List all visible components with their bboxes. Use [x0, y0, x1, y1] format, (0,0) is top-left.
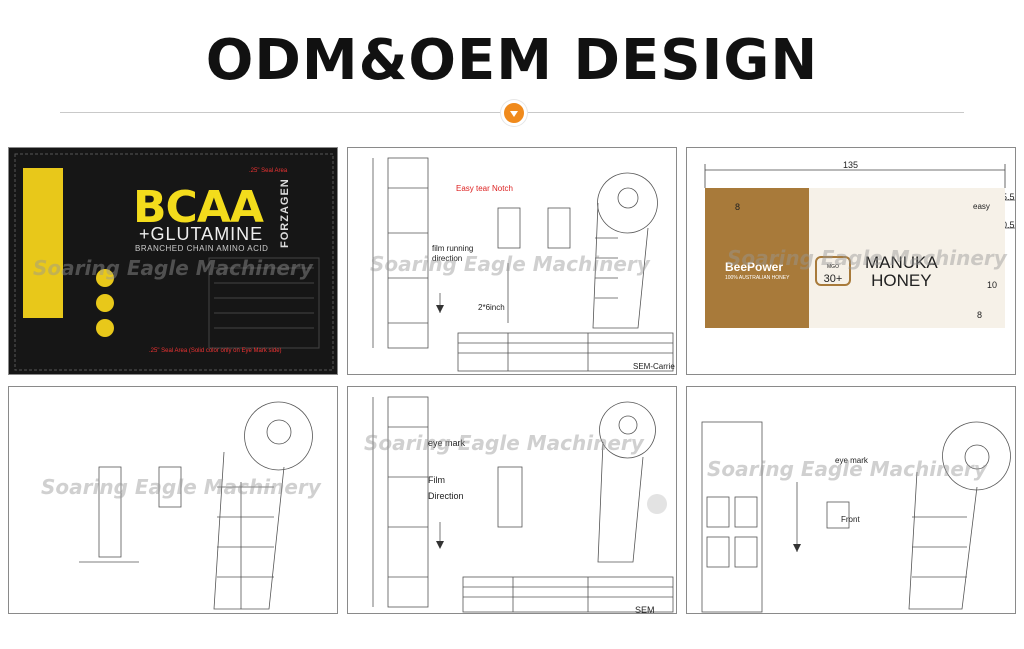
easy-tear-label: easy [973, 202, 990, 211]
roll-drawing [79, 401, 313, 610]
design-tile-bcaa[interactable]: .25" Seal Area BCAA +GLUTAMINE BRANCHED … [8, 147, 338, 375]
chevron-down-icon[interactable] [501, 100, 527, 126]
design-tile-sachet-drawing[interactable]: Easy tear Notch film running direction 2… [347, 147, 677, 375]
size-label: 2*6inch [478, 303, 505, 312]
design-tile-eyemark-drawing[interactable]: eye mark Film Direction SEM Soaring Eagl… [347, 386, 677, 614]
honey-dim-c: 8 [735, 202, 741, 212]
design-tile-roll-drawing[interactable]: Soaring Eagle Machinery [8, 386, 338, 614]
bcaa-decoration [14, 153, 334, 371]
honey-grade-badge: MGO 30+ [815, 256, 851, 286]
watermark: Soaring Eagle Machinery [364, 431, 644, 455]
direction-label: Direction [428, 491, 464, 501]
honey-product-name: MANUKA HONEY [865, 253, 938, 290]
honey-width: 135 [843, 160, 859, 170]
eyemark-drawing [372, 396, 674, 613]
bcaa-headline: BCAA [133, 182, 264, 233]
page-title: ODM&OEM DESIGN [205, 28, 819, 93]
front-drawing [701, 421, 1011, 613]
sachet-drawing [372, 157, 674, 372]
design-tile-honey[interactable]: 135 15.5 10.5 BeePower 100% AUSTRALIAN H… [686, 147, 1016, 375]
design-tile-front-drawing[interactable]: eye mark Front Soaring Eagle Machinery [686, 386, 1016, 614]
drawing-footer: SEM [635, 605, 655, 614]
watermark: Soaring Eagle Machinery [727, 246, 1007, 270]
honey-brand-sub: 100% AUSTRALIAN HONEY [725, 275, 790, 281]
front-label: Front [841, 515, 860, 524]
watermark: Soaring Eagle Machinery [33, 256, 313, 280]
bcaa-caption: BRANCHED CHAIN AMINO ACID [135, 244, 269, 253]
honey-brand: BeePower [725, 260, 784, 274]
seal-note-top: .25" Seal Area [249, 168, 288, 174]
watermark: Soaring Eagle Machinery [707, 457, 987, 481]
film-running-label: film running [432, 244, 474, 253]
honey-sachet: BeePower 100% AUSTRALIAN HONEY MGO 30+ M… [705, 188, 1005, 328]
bcaa-artwork: .25" Seal Area BCAA +GLUTAMINE BRANCHED … [9, 148, 337, 374]
seal-note-bottom: .25" Seal Area (Solid color only on Eye … [149, 348, 282, 354]
watermark: Soaring Eagle Machinery [370, 252, 650, 276]
eye-mark-label: eye mark [428, 438, 466, 448]
honey-dim-a: 15.5 [997, 192, 1015, 202]
easy-tear-label: Easy tear Notch [456, 184, 513, 193]
honey-dim-b: 10.5 [997, 220, 1015, 230]
bcaa-subline: +GLUTAMINE [139, 224, 264, 244]
direction-label: direction [432, 254, 463, 263]
drawing-footer: SEM-Carrie [633, 362, 675, 371]
honey-dim-d: 10 [987, 280, 998, 290]
watermark: Soaring Eagle Machinery [41, 475, 321, 499]
pineapple-panel [23, 168, 63, 318]
film-label: Film [428, 475, 445, 485]
eye-mark-label: eye mark [835, 456, 868, 465]
bcaa-brand: FORZAGEN [279, 178, 291, 248]
honey-dim-e: 8 [977, 310, 983, 320]
